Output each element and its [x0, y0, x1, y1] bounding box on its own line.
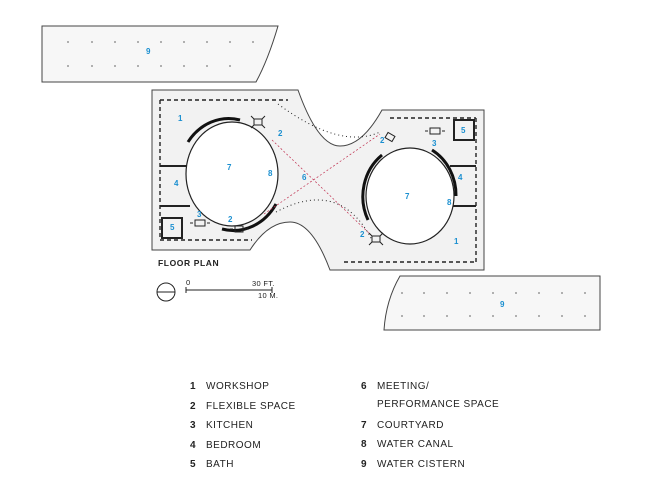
cistern-dots — [401, 292, 586, 317]
cistern-dots — [67, 41, 254, 67]
label-1-left: 1 — [178, 114, 183, 123]
north-arrow — [156, 282, 176, 302]
label-5-left: 5 — [170, 223, 175, 232]
label-9-top: 9 — [146, 47, 151, 56]
interior-walls — [159, 99, 477, 263]
courtyard-left — [185, 117, 279, 232]
scale-meters: 10 M. — [258, 291, 279, 300]
label-7-right: 7 — [405, 192, 410, 201]
label-2-c: 2 — [228, 215, 233, 224]
water-cistern-bottom-right — [383, 275, 601, 331]
label-2-b: 2 — [380, 136, 385, 145]
courtyard-right — [361, 147, 458, 245]
scale-feet: 30 FT. — [252, 279, 275, 288]
label-3-left: 3 — [197, 210, 202, 219]
label-2-d: 2 — [360, 230, 365, 239]
legend-item-continued: PERFORMANCE SPACE — [377, 399, 500, 410]
label-8-right: 8 — [447, 198, 452, 207]
label-4-left: 4 — [174, 179, 179, 188]
label-8-left: 8 — [268, 169, 273, 178]
label-5-right: 5 — [461, 126, 466, 135]
label-1-right: 1 — [454, 237, 459, 246]
label-6: 6 — [302, 173, 307, 182]
table-chairs-icons — [190, 115, 445, 246]
plan-title: FLOOR PLAN — [158, 258, 220, 268]
label-7-left: 7 — [227, 163, 232, 172]
scale-bar — [185, 287, 273, 293]
meeting-space-lines — [263, 103, 381, 241]
label-2-a: 2 — [278, 129, 283, 138]
water-cistern-top-left — [41, 25, 279, 83]
label-3-right: 3 — [432, 139, 437, 148]
scale-zero: 0 — [186, 278, 191, 287]
label-4-right: 4 — [458, 173, 463, 182]
room-labels: 9 9 1 1 2 2 2 2 3 3 4 4 5 5 6 7 7 8 8 — [146, 47, 505, 309]
label-9-bottom: 9 — [500, 300, 505, 309]
